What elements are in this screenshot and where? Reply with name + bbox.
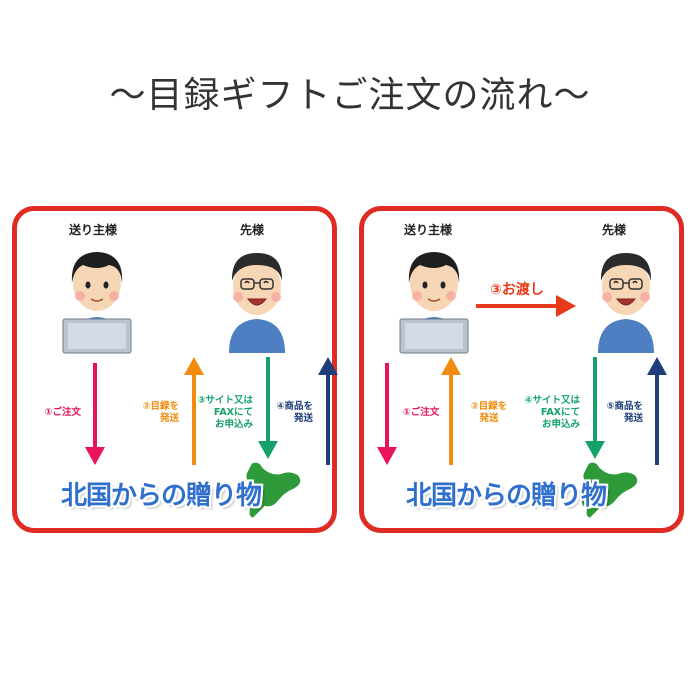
ship-arrow-up (318, 357, 338, 465)
recipient-smiling-icon (598, 253, 654, 353)
hokkaido-map-icon (242, 460, 303, 521)
step2-label: ②目録を 発送 (142, 401, 179, 424)
recipient-label: 先様 (240, 223, 265, 237)
ship-arrow-up (647, 357, 667, 465)
sender-laptop-icon (62, 252, 132, 354)
brand-logo: 北国からの贈り物 (61, 481, 262, 511)
handover-label: ③お渡し (490, 282, 544, 298)
catalog-arrow-up (184, 357, 204, 465)
step3-label: ③サイト又は FAXにて お申込み (197, 395, 253, 430)
order-arrow-down (85, 363, 105, 465)
brand-logo: 北国からの贈り物 (406, 481, 607, 511)
handover-arrow-right (476, 295, 576, 317)
step4-label: ④商品を 発送 (276, 401, 313, 424)
hokkaido-map-icon (579, 460, 640, 521)
sender-label: 送り主様 (69, 223, 118, 237)
order-arrow-down (377, 363, 397, 465)
flow-panel-handover: 送り主様 先様 ③お渡し (359, 206, 684, 533)
recipient-label: 先様 (602, 223, 627, 237)
sender-laptop-icon (399, 252, 469, 354)
recipient-smiling-icon (229, 253, 285, 353)
step4-label: ④サイト又は FAXにて お申込み (524, 395, 580, 430)
step5-label: ⑤商品を 発送 (606, 401, 643, 424)
catalog-arrow-up (441, 357, 461, 465)
page-title: 〜目録ギフトご注文の流れ〜 (109, 75, 591, 116)
step1-label: ①ご注文 (44, 407, 81, 418)
apply-arrow-down (585, 357, 605, 459)
step2-label: ②目録を 発送 (470, 401, 508, 424)
sender-label: 送り主様 (404, 223, 453, 237)
step1-label: ①ご注文 (402, 407, 440, 418)
apply-arrow-down (258, 357, 278, 459)
flow-panel-direct: 送り主様 先様 (12, 206, 338, 533)
